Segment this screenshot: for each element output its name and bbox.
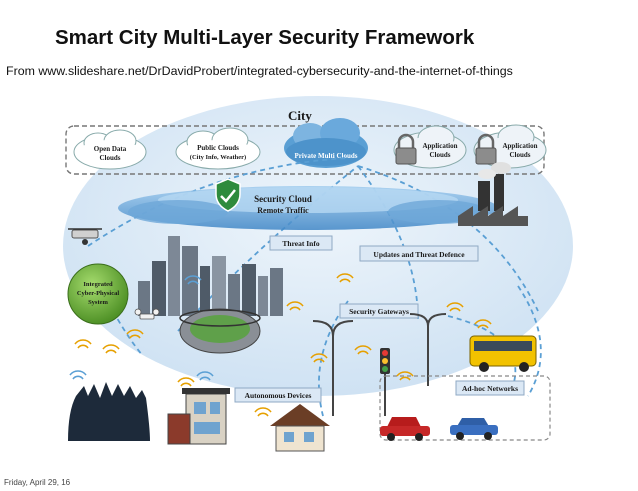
application-cloud-1-label-2: Clouds xyxy=(429,151,450,159)
drone-icon xyxy=(68,228,102,245)
city-skyline xyxy=(138,236,283,316)
security-framework-diagram: City Open Data Clouds Public Clouds (Cit… xyxy=(63,96,573,452)
open-data-cloud: Open Data Clouds xyxy=(73,129,147,170)
cps-label-2: Cyber-Physical xyxy=(77,290,120,297)
open-data-label-1: Open Data xyxy=(94,145,127,153)
factory-icon xyxy=(458,162,528,226)
bus-icon xyxy=(469,335,537,372)
crowd-silhouette xyxy=(68,382,150,441)
security-cloud-label-2: Remote Traffic xyxy=(257,206,309,215)
public-clouds-label-1: Public Clouds xyxy=(197,144,239,152)
threat-info-label: Threat Info xyxy=(282,239,319,248)
padlock-icon xyxy=(475,133,497,165)
cps-label-3: System xyxy=(88,299,108,306)
threat-info-banner xyxy=(269,235,333,251)
slide-title: Smart City Multi-Layer Security Framewor… xyxy=(55,26,475,49)
adhoc-networks-label: Ad-hoc Networks xyxy=(462,384,518,393)
stadium-icon xyxy=(179,308,261,354)
application-cloud-2-label-1: Application xyxy=(502,142,537,150)
padlock-icon xyxy=(395,133,417,165)
cottage-house-icon xyxy=(270,404,330,452)
application-cloud-1-label-1: Application xyxy=(422,142,457,150)
updates-banner xyxy=(359,245,479,262)
application-cloud-1: Application Clouds xyxy=(393,125,467,169)
quadcopter-icon xyxy=(134,308,160,320)
open-data-label-2: Clouds xyxy=(99,154,120,162)
wifi-signal-icons xyxy=(69,273,492,417)
security-gateways-banner xyxy=(339,303,419,319)
application-cloud-2: Application Clouds xyxy=(473,124,547,169)
modern-house-icon xyxy=(167,388,230,445)
city-label: City xyxy=(288,108,312,123)
traffic-light-icon xyxy=(380,348,390,416)
gateway-lamp-posts xyxy=(312,313,447,416)
updates-label: Updates and Threat Defence xyxy=(373,250,465,259)
security-cloud-label-1: Security Cloud xyxy=(254,194,312,204)
private-clouds-label: Private Multi Clouds xyxy=(295,152,358,160)
car-blue-icon xyxy=(450,418,498,440)
car-red-icon xyxy=(380,417,430,441)
security-cloud: Security Cloud Remote Traffic xyxy=(118,178,498,230)
private-multi-clouds: Private Multi Clouds xyxy=(284,118,368,168)
adhoc-networks-banner xyxy=(455,380,525,396)
autonomous-devices-label: Autonomous Devices xyxy=(245,391,312,400)
adhoc-networks-box xyxy=(379,375,551,441)
public-clouds-label-2: (City Info, Weather) xyxy=(190,154,246,161)
footer-date: Friday, April 29, 16 xyxy=(4,478,71,487)
cps-label-1: Integrated xyxy=(83,281,113,288)
cyber-physical-system: Integrated Cyber-Physical System xyxy=(67,263,129,325)
security-gateways-label: Security Gateways xyxy=(349,307,409,316)
shield-check-icon xyxy=(215,178,241,212)
slide-source: From www.slideshare.net/DrDavidProbert/i… xyxy=(6,64,513,78)
public-clouds-cloud: Public Clouds (City Info, Weather) xyxy=(175,127,261,170)
autonomous-devices-banner xyxy=(234,387,322,403)
application-cloud-2-label-2: Clouds xyxy=(509,151,530,159)
